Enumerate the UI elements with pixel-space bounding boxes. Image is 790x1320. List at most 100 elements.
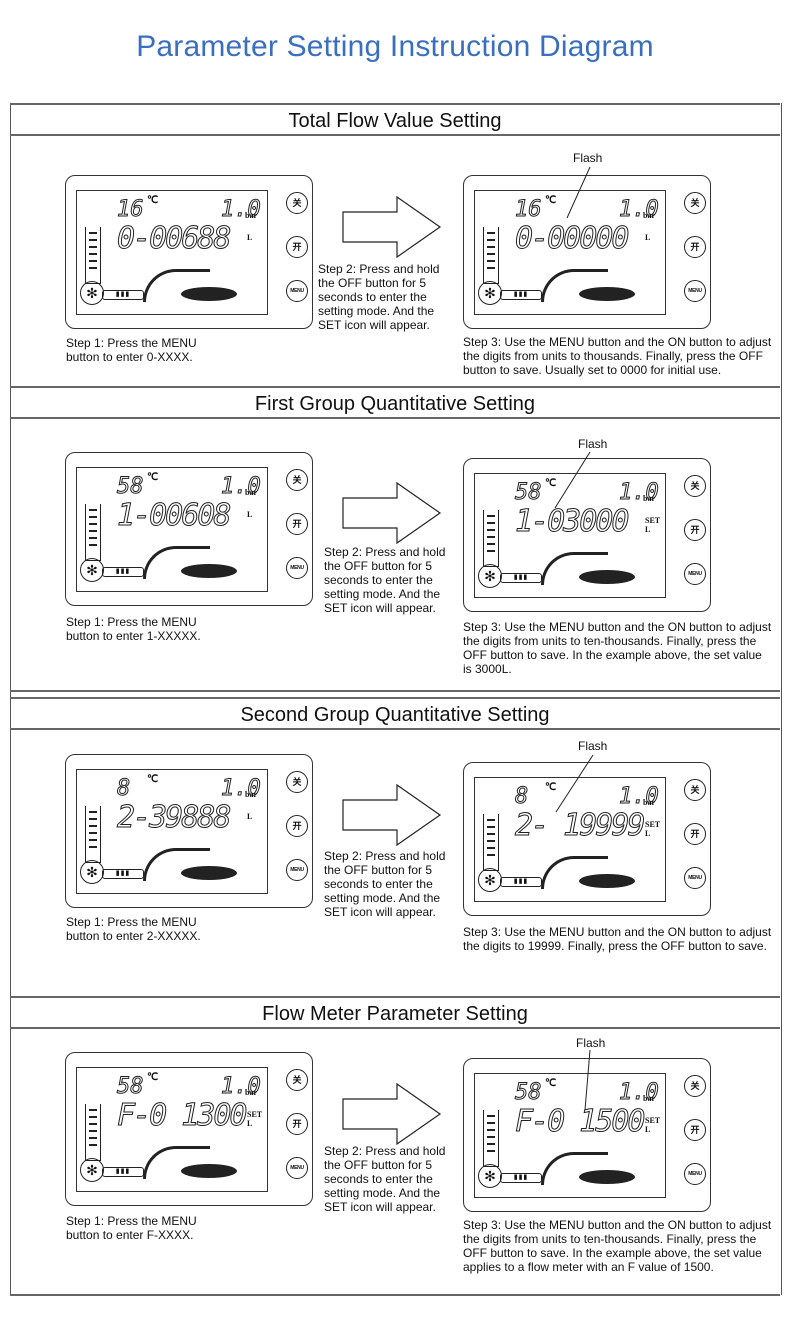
- menu-button[interactable]: MENU: [286, 557, 308, 579]
- lcd-device-after: 16 ℃ 1.0 bar 0-00000 L ✻ ▮▮▮ 关 开 MENU: [463, 175, 711, 329]
- volume-unit: L: [645, 233, 651, 242]
- off-button[interactable]: 关: [286, 192, 308, 214]
- temperature-unit: ℃: [545, 1078, 557, 1089]
- section-heading: Total Flow Value Setting: [10, 103, 780, 136]
- flash-label: Flash: [578, 437, 608, 451]
- off-button[interactable]: 关: [684, 192, 706, 214]
- pressure-readout: 1.0: [221, 1074, 262, 1100]
- volume-unit: L: [247, 510, 253, 519]
- pressure-unit: bar: [643, 1094, 655, 1103]
- step2-text: Step 2: Press and hold the OFF button fo…: [324, 545, 446, 615]
- section-heading: Flow Meter Parameter Setting: [10, 996, 780, 1029]
- temperature-readout: 16: [117, 197, 144, 223]
- arrow-right-icon: [342, 1083, 442, 1145]
- menu-button[interactable]: MENU: [286, 859, 308, 881]
- off-button[interactable]: 关: [684, 779, 706, 801]
- main-value-readout: 2-39888: [116, 800, 231, 836]
- menu-button[interactable]: MENU: [684, 867, 706, 889]
- off-button[interactable]: 关: [286, 469, 308, 491]
- section-heading: First Group Quantitative Setting: [10, 386, 780, 419]
- pressure-unit: bar: [245, 488, 257, 497]
- pump-fan-icon: ✻: [80, 1158, 104, 1182]
- on-button[interactable]: 开: [286, 1113, 308, 1135]
- temperature-readout: 58: [117, 474, 144, 500]
- on-button[interactable]: 开: [286, 236, 308, 258]
- on-button[interactable]: 开: [286, 513, 308, 535]
- lcd-screen: 16 ℃ 1.0 bar 0-00688 L ✻ ▮▮▮: [76, 190, 268, 315]
- page-title: Parameter Setting Instruction Diagram: [136, 30, 654, 63]
- volume-unit: L: [645, 1125, 651, 1134]
- menu-button[interactable]: MENU: [286, 280, 308, 302]
- pressure-unit: bar: [245, 1088, 257, 1097]
- step3-text: Step 3: Use the MENU button and the ON b…: [463, 620, 772, 676]
- pressure-unit: bar: [643, 211, 655, 220]
- temperature-readout: 58: [117, 1074, 144, 1100]
- arrow-right-icon: [342, 784, 442, 846]
- volume-unit: L: [247, 1119, 253, 1128]
- main-value-readout: 1-00608: [116, 498, 231, 534]
- menu-button[interactable]: MENU: [684, 563, 706, 585]
- set-icon: SET: [645, 820, 661, 829]
- on-button[interactable]: 开: [684, 823, 706, 845]
- step3-text: Step 3: Use the MENU button and the ON b…: [463, 335, 772, 377]
- menu-button[interactable]: MENU: [684, 280, 706, 302]
- off-button[interactable]: 关: [286, 1069, 308, 1091]
- step1-text: Step 1: Press the MENU button to enter 1…: [66, 615, 201, 643]
- on-button[interactable]: 开: [684, 519, 706, 541]
- pressure-readout: 1.0: [619, 1080, 660, 1106]
- on-button[interactable]: 开: [286, 815, 308, 837]
- main-value-readout: 0-00000: [514, 221, 629, 257]
- off-button[interactable]: 关: [684, 1075, 706, 1097]
- temperature-readout: 16: [515, 197, 542, 223]
- volume-unit: L: [247, 233, 253, 242]
- temperature-unit: ℃: [147, 472, 159, 483]
- water-pool-icon: [579, 570, 635, 584]
- water-pool-icon: [579, 287, 635, 301]
- temperature-readout: 8: [116, 776, 131, 802]
- on-button[interactable]: 开: [684, 236, 706, 258]
- step1-text: Step 1: Press the MENU button to enter F…: [66, 1214, 197, 1242]
- menu-button[interactable]: MENU: [286, 1157, 308, 1179]
- pressure-readout: 1.0: [221, 197, 262, 223]
- pump-fan-icon: ✻: [478, 868, 502, 892]
- unit-labels: L: [247, 812, 252, 821]
- lcd-device-before: 58 ℃ 1.0 bar 1-00608 L ✻ ▮▮▮ 关 开 MENU: [65, 452, 313, 606]
- step1-text: Step 1: Press the MENU button to enter 0…: [66, 336, 197, 364]
- pump-fan-icon: ✻: [80, 281, 104, 305]
- pump-fan-icon: ✻: [80, 860, 104, 884]
- temperature-readout: 8: [514, 784, 529, 810]
- pressure-readout: 1.0: [619, 480, 660, 506]
- step2-text: Step 2: Press and hold the OFF button fo…: [324, 1144, 446, 1214]
- temperature-unit: ℃: [545, 782, 557, 793]
- off-button[interactable]: 关: [684, 475, 706, 497]
- step2-text: Step 2: Press and hold the OFF button fo…: [318, 262, 440, 332]
- pressure-readout: 1.0: [221, 776, 262, 802]
- pressure-unit: bar: [643, 798, 655, 807]
- arrow-right-icon: [342, 196, 442, 258]
- arrow-right-icon: [342, 482, 442, 544]
- water-pool-icon: [181, 866, 237, 880]
- temperature-readout: 58: [515, 1080, 542, 1106]
- pump-fan-icon: ✻: [478, 1164, 502, 1188]
- diagram-frame: [10, 103, 782, 1295]
- volume-unit: L: [247, 812, 253, 821]
- off-button[interactable]: 关: [286, 771, 308, 793]
- unit-labels: L: [645, 233, 650, 242]
- temperature-unit: ℃: [545, 478, 557, 489]
- pressure-readout: 1.0: [221, 474, 262, 500]
- pressure-unit: bar: [245, 790, 257, 799]
- on-button[interactable]: 开: [684, 1119, 706, 1141]
- lcd-device-before: 16 ℃ 1.0 bar 0-00688 L ✻ ▮▮▮ 关 开 MENU: [65, 175, 313, 329]
- volume-unit: L: [645, 829, 651, 838]
- unit-labels: L: [247, 233, 252, 242]
- pump-fan-icon: ✻: [478, 281, 502, 305]
- menu-button[interactable]: MENU: [684, 1163, 706, 1185]
